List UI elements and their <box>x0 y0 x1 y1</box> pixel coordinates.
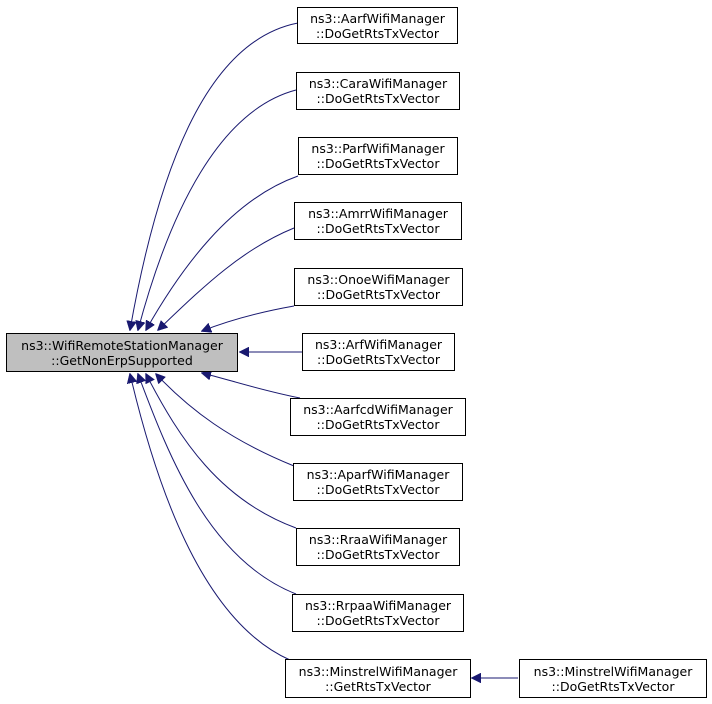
node-method: ::DoGetRtsTxVector <box>551 678 675 694</box>
node-name: ns3::ParfWifiManager <box>311 141 445 156</box>
edge-aarfcd-to-root <box>202 373 301 399</box>
node-method: ::DoGetRtsTxVector <box>316 221 440 236</box>
node-name: ns3::AparfWifiManager <box>306 467 450 482</box>
arf-node[interactable]: ns3::ArfWifiManager ::DoGetRtsTxVector <box>302 333 455 371</box>
edge-minstrel-to-root <box>130 374 291 661</box>
node-method: ::DoGetRtsTxVector <box>316 613 440 628</box>
node-method: ::DoGetRtsTxVector <box>316 547 440 562</box>
edge-rrpaa-to-root <box>138 374 297 595</box>
node-method: ::DoGetRtsTxVector <box>317 352 440 367</box>
rraa-node[interactable]: ns3::RraaWifiManager ::DoGetRtsTxVector <box>296 528 460 566</box>
node-method: ::DoGetRtsTxVector <box>316 25 439 41</box>
root-node[interactable]: ns3::WifiRemoteStationManager ::GetNonEr… <box>6 333 238 372</box>
node-name: ns3::CaraWifiManager <box>308 76 448 91</box>
node-name: ns3::AmrrWifiManager <box>308 206 448 221</box>
aarfcd-node[interactable]: ns3::AarfcdWifiManager ::DoGetRtsTxVecto… <box>290 398 466 436</box>
node-name: ns3::MinstrelWifiManager <box>298 663 458 679</box>
minstrel-do-node[interactable]: ns3::MinstrelWifiManager ::DoGetRtsTxVec… <box>519 659 707 698</box>
edge-onoe-to-root <box>202 305 295 331</box>
edge-aparf-to-root <box>156 374 295 467</box>
onoe-node[interactable]: ns3::OnoeWifiManager ::DoGetRtsTxVector <box>294 268 463 306</box>
amrr-node[interactable]: ns3::AmrrWifiManager ::DoGetRtsTxVector <box>294 202 462 240</box>
node-method: ::DoGetRtsTxVector <box>316 91 440 106</box>
node-name: ns3::WifiRemoteStationManager <box>21 337 223 353</box>
aparf-node[interactable]: ns3::AparfWifiManager ::DoGetRtsTxVector <box>293 463 463 501</box>
edge-aarf-to-root <box>130 22 299 330</box>
parf-node[interactable]: ns3::ParfWifiManager ::DoGetRtsTxVector <box>298 137 458 175</box>
cara-node[interactable]: ns3::CaraWifiManager ::DoGetRtsTxVector <box>296 72 460 110</box>
node-name: ns3::RraaWifiManager <box>308 532 448 547</box>
node-name: ns3::ArfWifiManager <box>314 337 443 352</box>
edge-amrr-to-root <box>158 227 295 330</box>
aarf-node[interactable]: ns3::AarfWifiManager ::DoGetRtsTxVector <box>297 7 458 44</box>
node-method: ::DoGetRtsTxVector <box>316 156 440 171</box>
node-method: ::GetRtsTxVector <box>325 678 431 694</box>
node-method: ::DoGetRtsTxVector <box>316 417 440 432</box>
edge-cara-to-root <box>138 89 297 330</box>
node-method: ::DoGetRtsTxVector <box>317 287 440 302</box>
edge-parf-to-root <box>146 175 299 330</box>
node-name: ns3::AarfWifiManager <box>310 10 445 26</box>
rrpaa-node[interactable]: ns3::RrpaaWifiManager ::DoGetRtsTxVector <box>292 594 464 632</box>
edge-rraa-to-root <box>146 374 297 529</box>
node-name: ns3::AarfcdWifiManager <box>303 402 453 417</box>
minstrel-node[interactable]: ns3::MinstrelWifiManager ::GetRtsTxVecto… <box>285 659 471 698</box>
node-method: ::DoGetRtsTxVector <box>316 482 440 497</box>
node-name: ns3::OnoeWifiManager <box>307 272 450 287</box>
node-name: ns3::RrpaaWifiManager <box>304 598 452 613</box>
node-method: ::GetNonErpSupported <box>51 352 193 368</box>
node-name: ns3::MinstrelWifiManager <box>533 663 693 679</box>
